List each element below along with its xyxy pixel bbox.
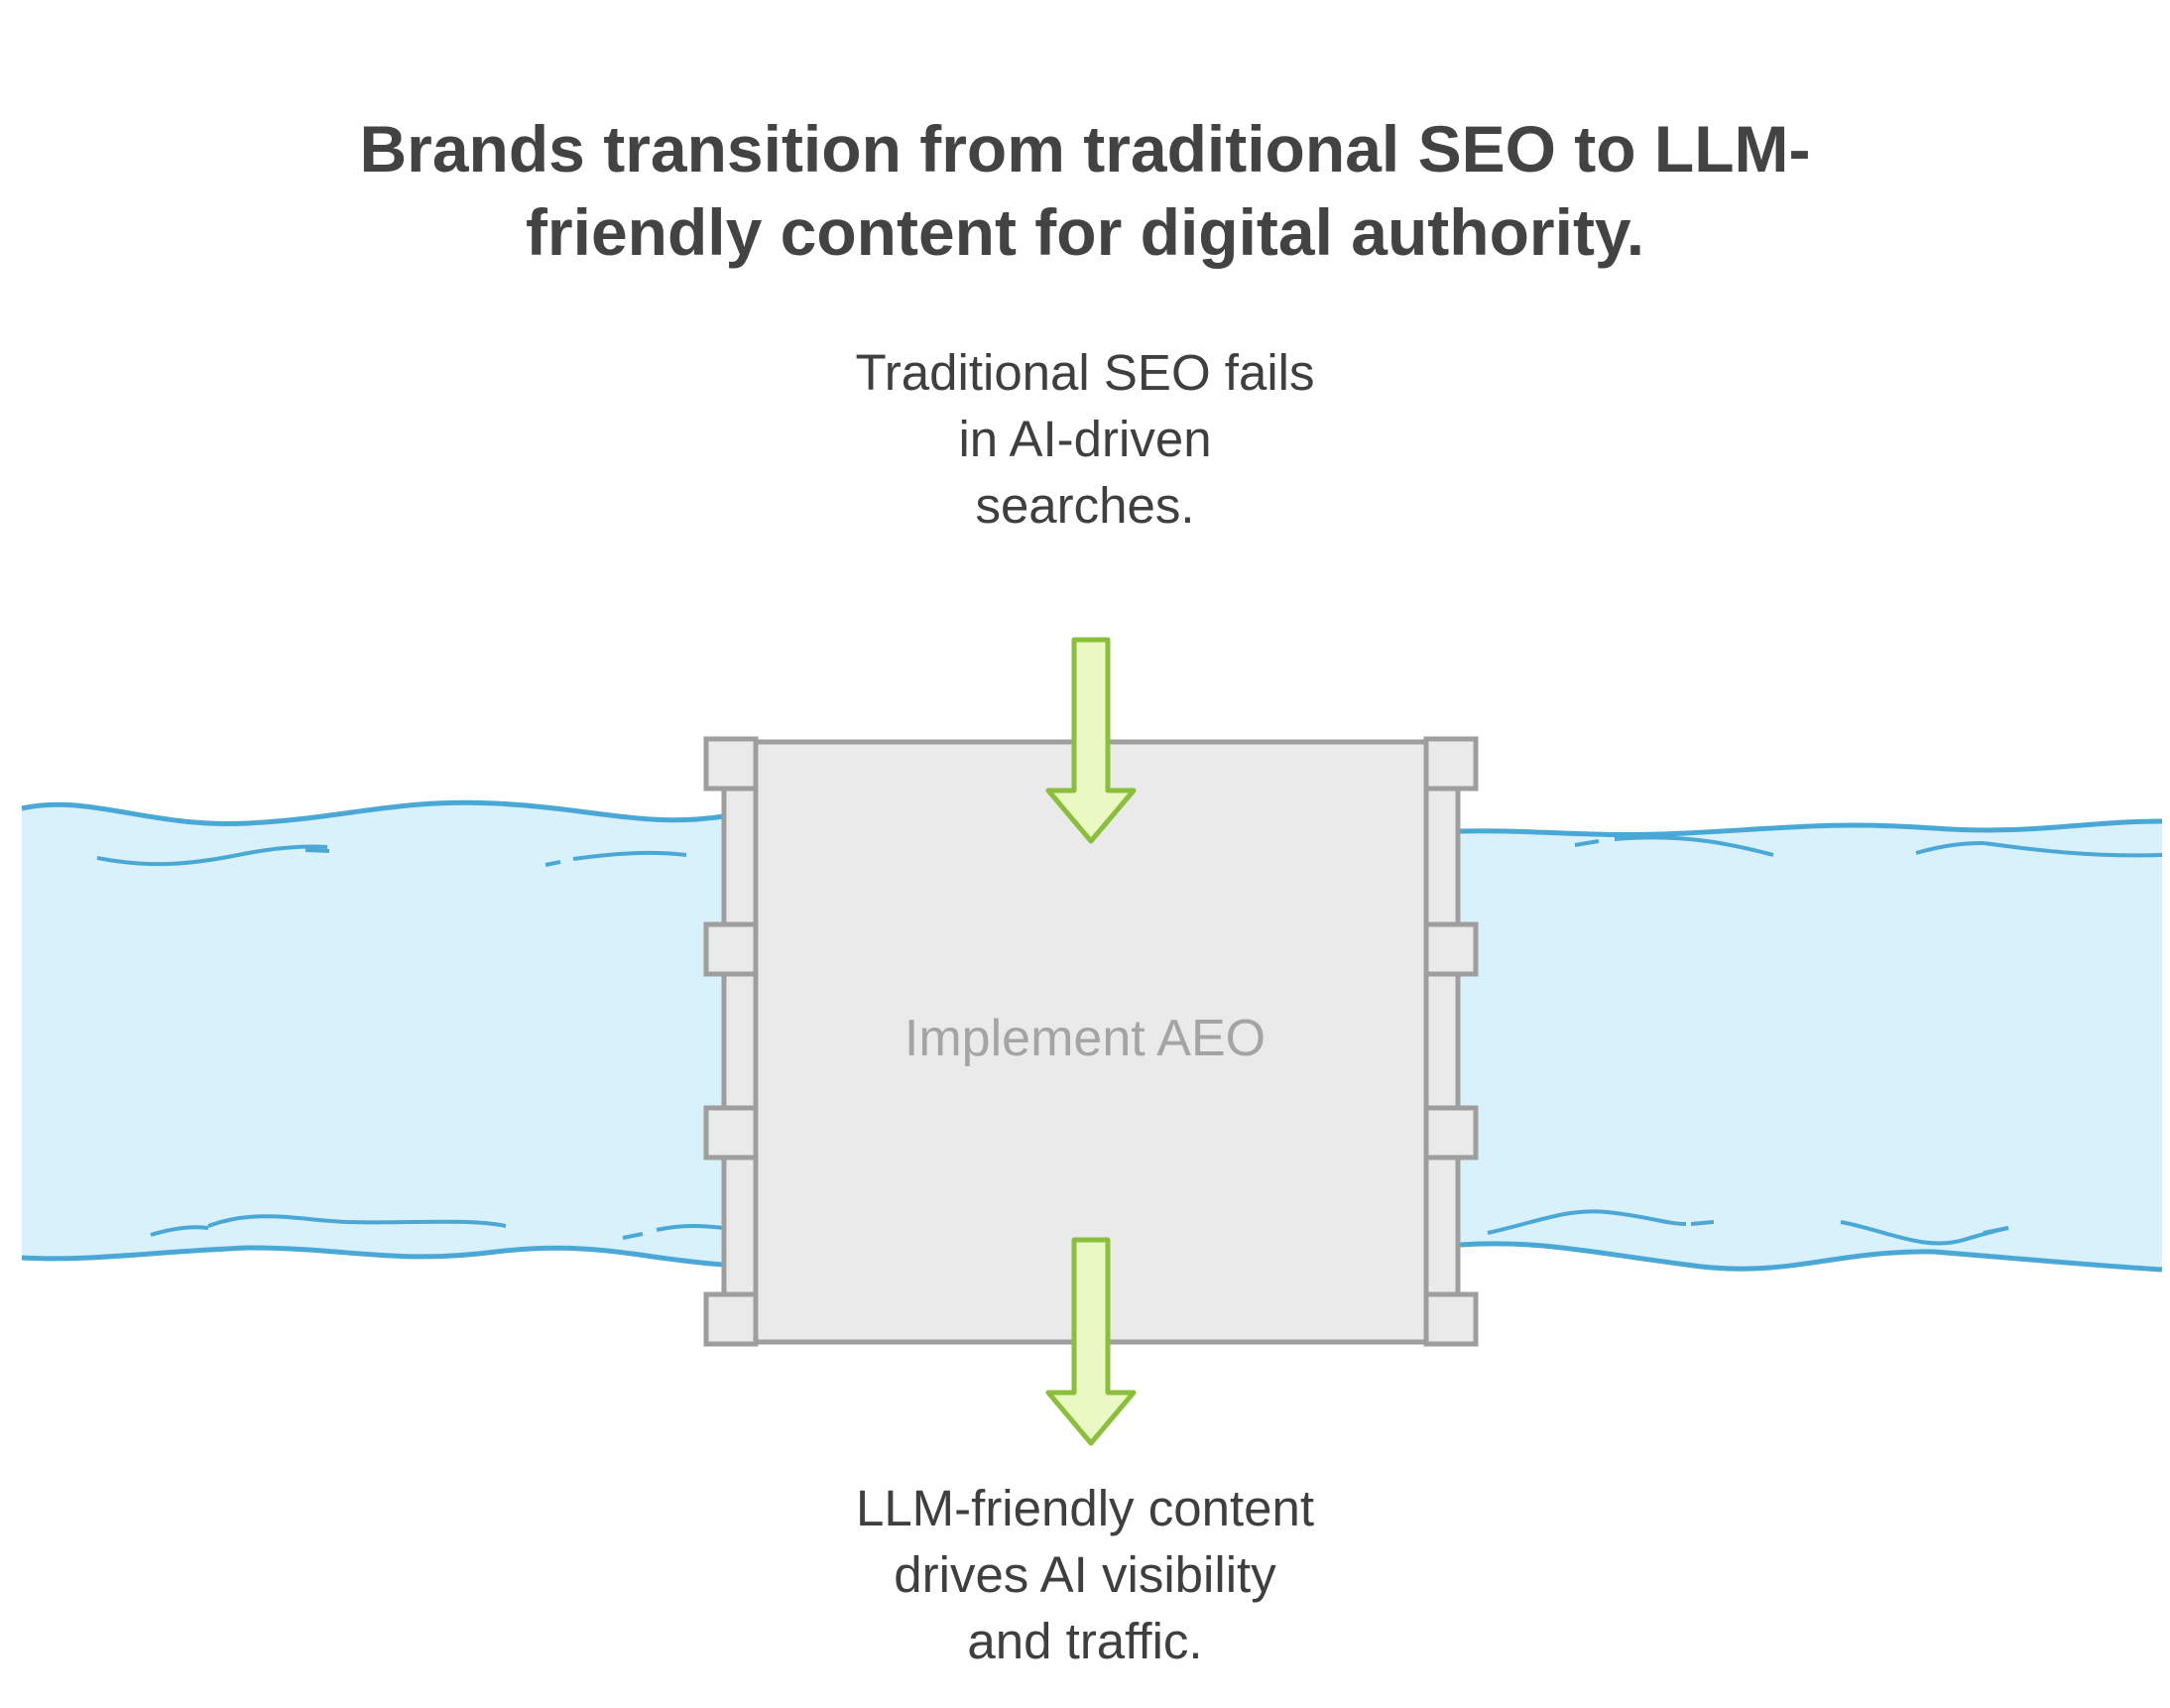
process-box-label: Implement AEO [904,1010,1266,1067]
right-river-top-bank [1459,818,2163,838]
left-ripple-bottom-4 [656,1224,725,1232]
left-pillar-cap-top [703,736,759,792]
left-ripple-bottom-3 [622,1232,644,1240]
right-ripple-top-2 [1614,835,1774,857]
right-pillar-flange-2 [1423,1105,1479,1160]
left-pillar-flange-1 [703,921,759,977]
left-river-top-bank [21,799,725,826]
left-ripple-top-1 [96,844,328,867]
right-ripple-bottom-1 [1487,1209,1687,1235]
left-ripple-top-2 [304,848,330,853]
right-pillar-cap-top [1423,736,1479,792]
right-pillar-flange-1 [1423,921,1479,977]
right-river-water [1460,821,2162,1270]
left-ripple-top-3 [544,860,561,867]
left-river [21,799,725,1268]
left-river-bottom-bank [21,1245,725,1268]
output-label: LLM-friendly content drives AI visibilit… [855,1480,1315,1669]
input-arrow [1045,637,1137,844]
left-pillar [721,739,759,1345]
left-pillar-cap-bottom [703,1291,759,1347]
output-arrow [1045,1237,1137,1446]
left-pillar-flange-2 [703,1105,759,1160]
right-pillar-cap-bottom [1423,1291,1479,1347]
right-river [1459,818,2163,1273]
left-river-water [22,802,724,1265]
right-ripple-bottom-4 [1983,1226,2009,1235]
left-ripple-top-4 [572,850,687,861]
right-ripple-top-3 [1915,841,1985,855]
right-ripple-top-4 [1983,841,2163,858]
right-ripple-bottom-2 [1690,1220,1715,1226]
left-ripple-bottom-1 [150,1225,209,1237]
diagram-title: Brands transition from traditional SEO t… [359,112,1811,269]
right-pillar [1423,739,1461,1345]
left-ripple-bottom-2 [207,1214,507,1228]
input-label: Traditional SEO fails in AI-driven searc… [855,344,1315,534]
right-river-bottom-bank [1459,1241,2163,1273]
right-ripple-top-1 [1574,839,1600,847]
